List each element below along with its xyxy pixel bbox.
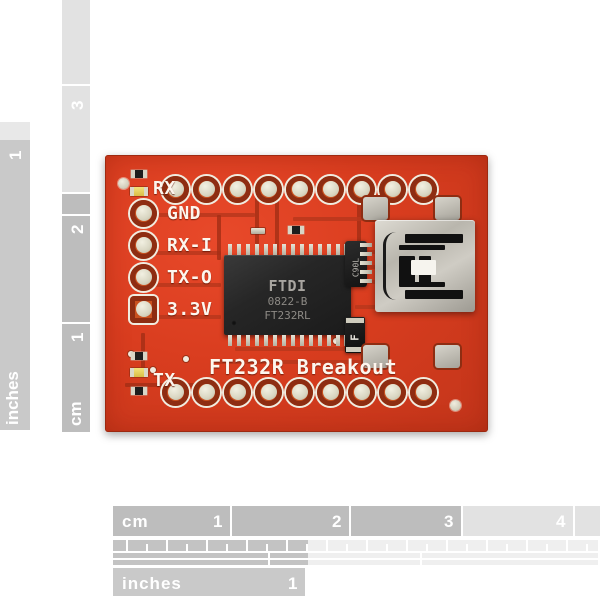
rx-current-limit-resistor <box>131 170 147 178</box>
bottom-header-pad[interactable] <box>224 379 251 406</box>
horizontal-cm-tick-2: 2 <box>332 512 343 531</box>
ft232r-breakout-board[interactable]: FTDI 0822-B FT232RL <box>105 155 488 432</box>
horizontal-inches-unit-label: inches <box>122 574 182 593</box>
smd-resistor-mid <box>288 226 304 234</box>
left-header-pad-gnd[interactable] <box>130 200 157 227</box>
bottom-header-pad[interactable] <box>317 379 344 406</box>
horizontal-cm-seg-5 <box>575 506 600 536</box>
usb-shield-lug <box>435 345 460 368</box>
horizontal-cm-unit-label: cm <box>122 512 149 531</box>
horizontal-cm-seg-4 <box>463 506 573 536</box>
silk-label-rx: RX <box>153 178 176 199</box>
vertical-cm-tick-3: 3 <box>68 100 87 110</box>
rx-status-led <box>130 187 148 196</box>
bottom-header-pad[interactable] <box>348 379 375 406</box>
top-header-pad[interactable] <box>317 176 344 203</box>
tx-resistor-lower <box>131 387 147 395</box>
top-header-pad[interactable] <box>286 176 313 203</box>
ic-pins-bottom <box>224 335 351 346</box>
vertical-inches-band <box>0 140 30 430</box>
bottom-header-pad[interactable] <box>193 379 220 406</box>
silk-label-gnd: GND <box>167 203 202 224</box>
vertical-inches-tick-1: 1 <box>6 150 25 160</box>
mounting-hole-bottom-right <box>450 400 461 411</box>
vertical-inches-band-lite <box>0 122 30 140</box>
silk-label-3v3: 3.3V <box>167 299 213 320</box>
vertical-cm-seg-1 <box>62 216 90 322</box>
horizontal-cm-tick-4: 4 <box>556 512 567 531</box>
usb-signal-pins <box>360 243 372 287</box>
horizontal-inches-band <box>113 568 305 596</box>
horizontal-cm-seg-1 <box>113 506 230 536</box>
fuse-marking: F <box>348 334 362 341</box>
bottom-header-pad[interactable] <box>162 379 189 406</box>
horizontal-cm-tick-1: 1 <box>213 512 224 531</box>
silk-label-rxi: RX-I <box>167 235 213 256</box>
horizontal-cm-tick-3: 3 <box>444 512 455 531</box>
silk-label-txo: TX-O <box>167 267 213 288</box>
tx-status-led <box>130 368 148 377</box>
ic-date-code: 0822-B <box>267 295 308 308</box>
left-header-pad-txo[interactable] <box>130 264 157 291</box>
usb-shield-lug <box>363 345 388 368</box>
ic-logo-text: FTDI <box>268 277 307 295</box>
bottom-header-pad[interactable] <box>410 379 437 406</box>
smd-capacitor-mid <box>251 228 265 234</box>
ic-part-number: FT232RL <box>264 309 311 322</box>
vertical-cm-tick-2: 2 <box>68 224 87 234</box>
top-header-pad[interactable] <box>410 176 437 203</box>
top-header-pad[interactable] <box>193 176 220 203</box>
polyfuse: F <box>345 317 365 353</box>
left-header-pad-rxi[interactable] <box>130 232 157 259</box>
top-header-pad[interactable] <box>162 176 189 203</box>
mounting-hole-top-left <box>118 178 129 189</box>
vertical-cm-seg-0 <box>62 324 90 432</box>
silk-label-tx: TX <box>153 370 176 391</box>
usb-insulator <box>411 260 436 275</box>
ic-pin1-notch <box>231 320 237 326</box>
vertical-inches-unit-label: inches <box>3 371 22 425</box>
vertical-cm-seg-3 <box>62 0 90 84</box>
vertical-cm-seg-2 <box>62 86 90 192</box>
vertical-cm-seg-mid <box>62 194 90 214</box>
bottom-header-pad[interactable] <box>286 379 313 406</box>
top-header-pad[interactable] <box>255 176 282 203</box>
usb-shell-edge <box>383 232 396 300</box>
horizontal-inches-tick-1: 1 <box>288 574 299 593</box>
usb-shield-lug <box>363 197 388 220</box>
left-header-pad-3v3[interactable] <box>130 296 157 323</box>
vertical-cm-tick-1: 1 <box>68 332 87 342</box>
vertical-cm-unit-label: cm <box>66 401 85 426</box>
ftdi-ic-chip[interactable]: FTDI 0822-B FT232RL <box>224 255 351 335</box>
horizontal-cm-seg-3 <box>351 506 461 536</box>
ic-pins-top <box>224 244 351 255</box>
bottom-header-pad[interactable] <box>379 379 406 406</box>
via <box>183 356 189 362</box>
silk-board-title: FT232R Breakout <box>209 355 398 379</box>
usb-shield-lug <box>435 197 460 220</box>
horizontal-cm-seg-2 <box>232 506 349 536</box>
top-header-pad[interactable] <box>224 176 251 203</box>
bottom-header-pad[interactable] <box>255 379 282 406</box>
tx-resistor-upper <box>131 352 147 360</box>
via <box>150 367 156 373</box>
